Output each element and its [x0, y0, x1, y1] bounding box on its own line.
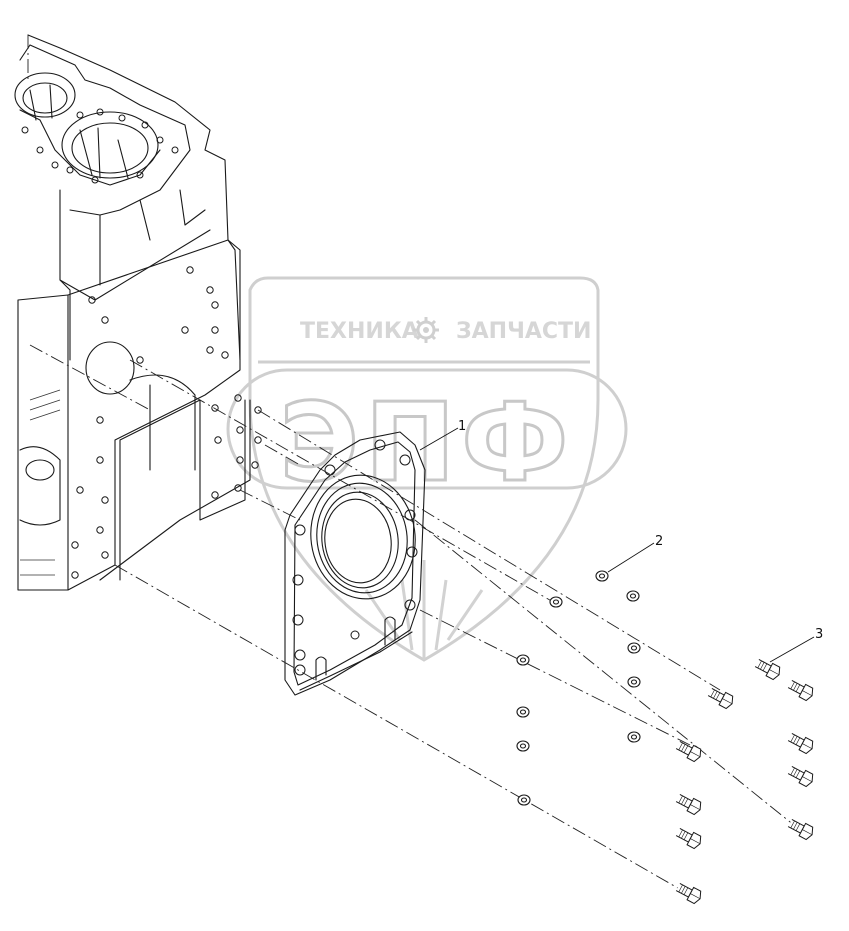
rear-seal-housing — [284, 431, 426, 696]
bolt — [706, 685, 736, 711]
washer — [627, 731, 641, 743]
bolt — [674, 791, 704, 817]
washer — [595, 570, 609, 582]
washer — [516, 740, 530, 752]
bolt — [674, 880, 704, 906]
watermark-text-right: ЗАПЧАСТИ — [456, 319, 591, 344]
bolt — [674, 738, 704, 764]
washer — [627, 642, 641, 654]
watermark-monogram: ЭПФ — [280, 381, 575, 506]
washer — [517, 794, 531, 806]
bolt — [753, 656, 783, 682]
washer — [627, 676, 641, 688]
bolt — [786, 730, 816, 756]
bolt — [786, 763, 816, 789]
gear-icon — [413, 317, 439, 343]
callout-2: 2 — [655, 534, 663, 549]
callouts: 1 2 3 — [419, 419, 823, 663]
bolt — [786, 816, 816, 842]
washer — [549, 596, 563, 608]
watermark: ТЕХНИКА ЗАПЧАСТИ ЭПФ — [226, 276, 628, 662]
callout-1: 1 — [458, 419, 466, 434]
washer — [516, 706, 530, 718]
washer — [516, 654, 530, 666]
bolt — [674, 825, 704, 851]
center-lines — [27, 35, 801, 896]
callout-3: 3 — [815, 627, 823, 642]
bolts — [674, 656, 816, 906]
watermark-text-left: ТЕХНИКА — [300, 319, 419, 344]
washers — [516, 570, 641, 806]
bolt — [786, 677, 816, 703]
washer — [626, 590, 640, 602]
engine-block — [14, 34, 262, 591]
